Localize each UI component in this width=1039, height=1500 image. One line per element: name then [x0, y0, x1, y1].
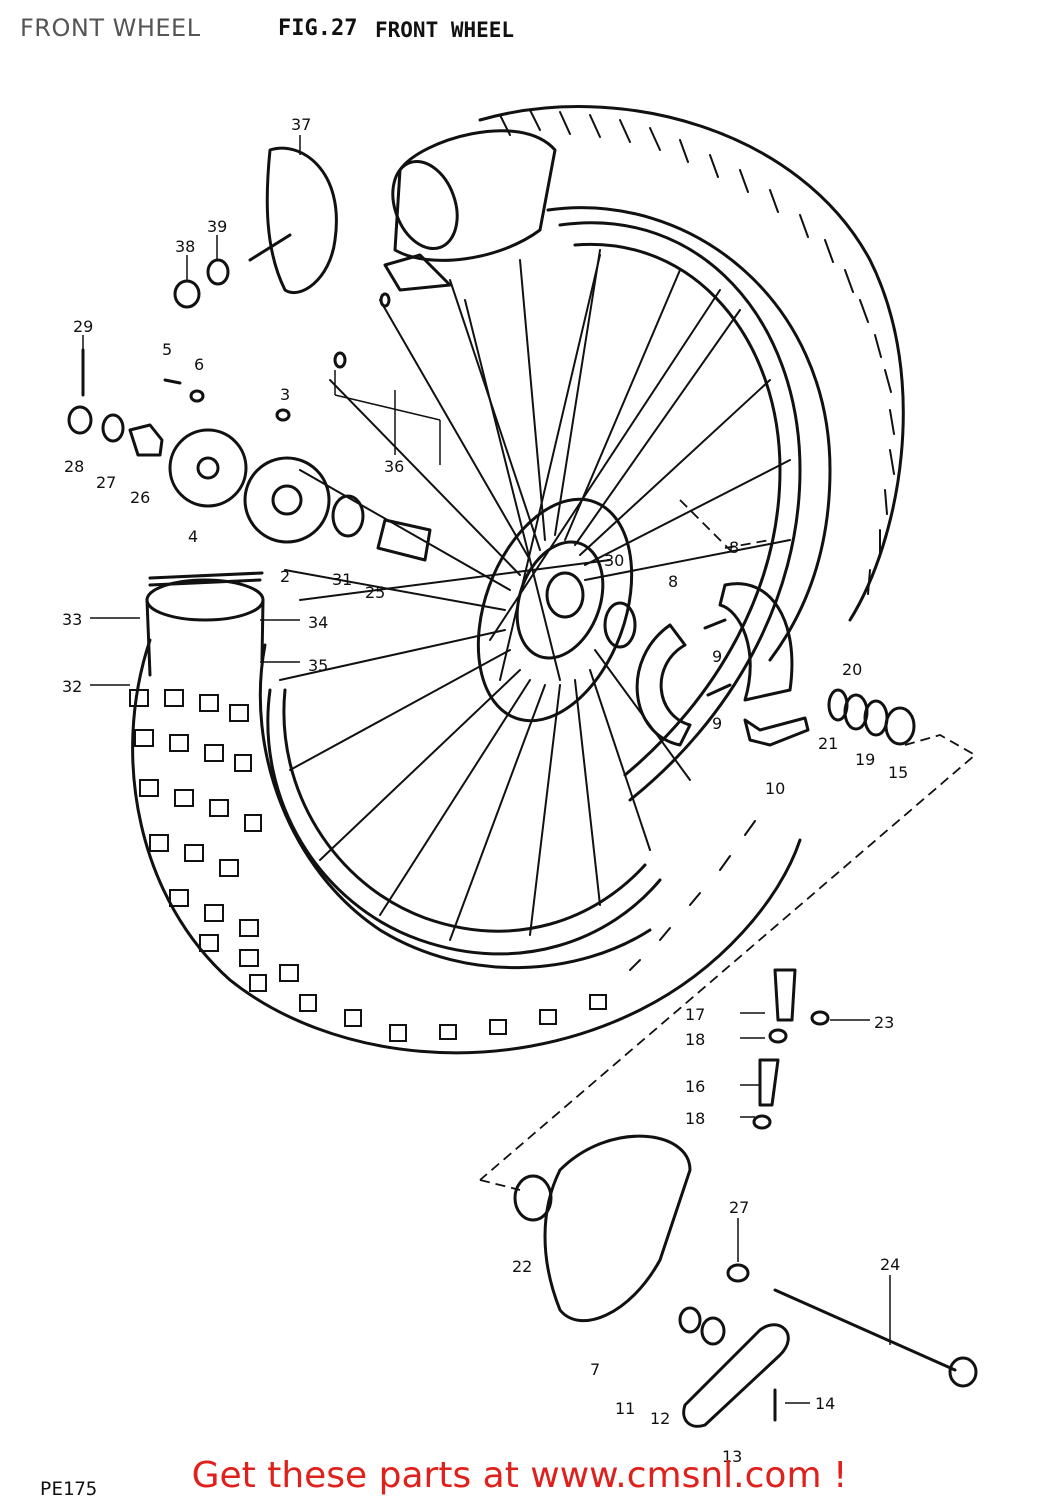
wheel-rim [266, 221, 802, 956]
callout-labels: 37 38 39 29 5 6 3 28 27 26 4 2 31 25 36 … [62, 115, 908, 1466]
callout-34: 34 [308, 613, 328, 632]
leader-lines [82, 135, 891, 1404]
inner-tube [383, 129, 557, 292]
callout-12: 12 [650, 1409, 670, 1428]
callout-29: 29 [73, 317, 93, 336]
model-code: PE175 [40, 1478, 98, 1500]
callout-18-upper: 18 [685, 1030, 705, 1049]
callout-20: 20 [842, 660, 862, 679]
callout-32: 32 [62, 677, 82, 696]
callout-25: 25 [365, 583, 385, 602]
callout-4: 4 [188, 527, 198, 546]
tire-tread [129, 105, 905, 1055]
callout-37: 37 [291, 115, 311, 134]
callout-39: 39 [207, 217, 227, 236]
figure-number: FIG.27 [278, 16, 358, 41]
callout-13: 13 [722, 1447, 742, 1466]
callout-7: 7 [590, 1360, 600, 1379]
callout-21: 21 [818, 734, 838, 753]
callout-6: 6 [194, 355, 204, 374]
cta-link[interactable]: Get these parts at www.cmsnl.com ! [191, 1455, 848, 1496]
callout-38: 38 [175, 237, 195, 256]
small-parts [67, 146, 978, 1428]
callout-23: 23 [874, 1013, 894, 1032]
rim-band [145, 571, 265, 677]
page-title: FRONT WHEEL [20, 14, 201, 42]
callout-2: 2 [280, 567, 290, 586]
wheel-spokes [279, 249, 791, 941]
callout-27-panel: 27 [729, 1198, 749, 1217]
callout-26: 26 [130, 488, 150, 507]
callout-17: 17 [685, 1005, 705, 1024]
callout-14: 14 [815, 1394, 835, 1413]
callout-19: 19 [855, 750, 875, 769]
callout-36: 36 [384, 457, 404, 476]
callout-30: 30 [604, 551, 624, 570]
callout-24: 24 [880, 1255, 900, 1274]
callout-18-lower: 18 [685, 1109, 705, 1128]
assembly-lines [479, 499, 977, 1191]
callout-9-lower: 9 [712, 714, 722, 733]
wheel-hub [476, 497, 637, 723]
callout-8-upper: 8 [729, 538, 739, 557]
brake-shoes [635, 582, 794, 747]
callout-16: 16 [685, 1077, 705, 1096]
callout-8-lower: 8 [668, 572, 678, 591]
callout-33: 33 [62, 610, 82, 629]
figure-title: FRONT WHEEL [375, 18, 515, 42]
callout-9-upper: 9 [712, 647, 722, 666]
callout-35: 35 [308, 656, 328, 675]
callout-31: 31 [332, 570, 352, 589]
callout-5: 5 [162, 340, 172, 359]
callout-22: 22 [512, 1257, 532, 1276]
callout-3: 3 [280, 385, 290, 404]
callout-15: 15 [888, 763, 908, 782]
callout-10: 10 [765, 779, 785, 798]
callout-28: 28 [64, 457, 84, 476]
callout-11: 11 [615, 1399, 635, 1418]
callout-27-hub: 27 [96, 473, 116, 492]
